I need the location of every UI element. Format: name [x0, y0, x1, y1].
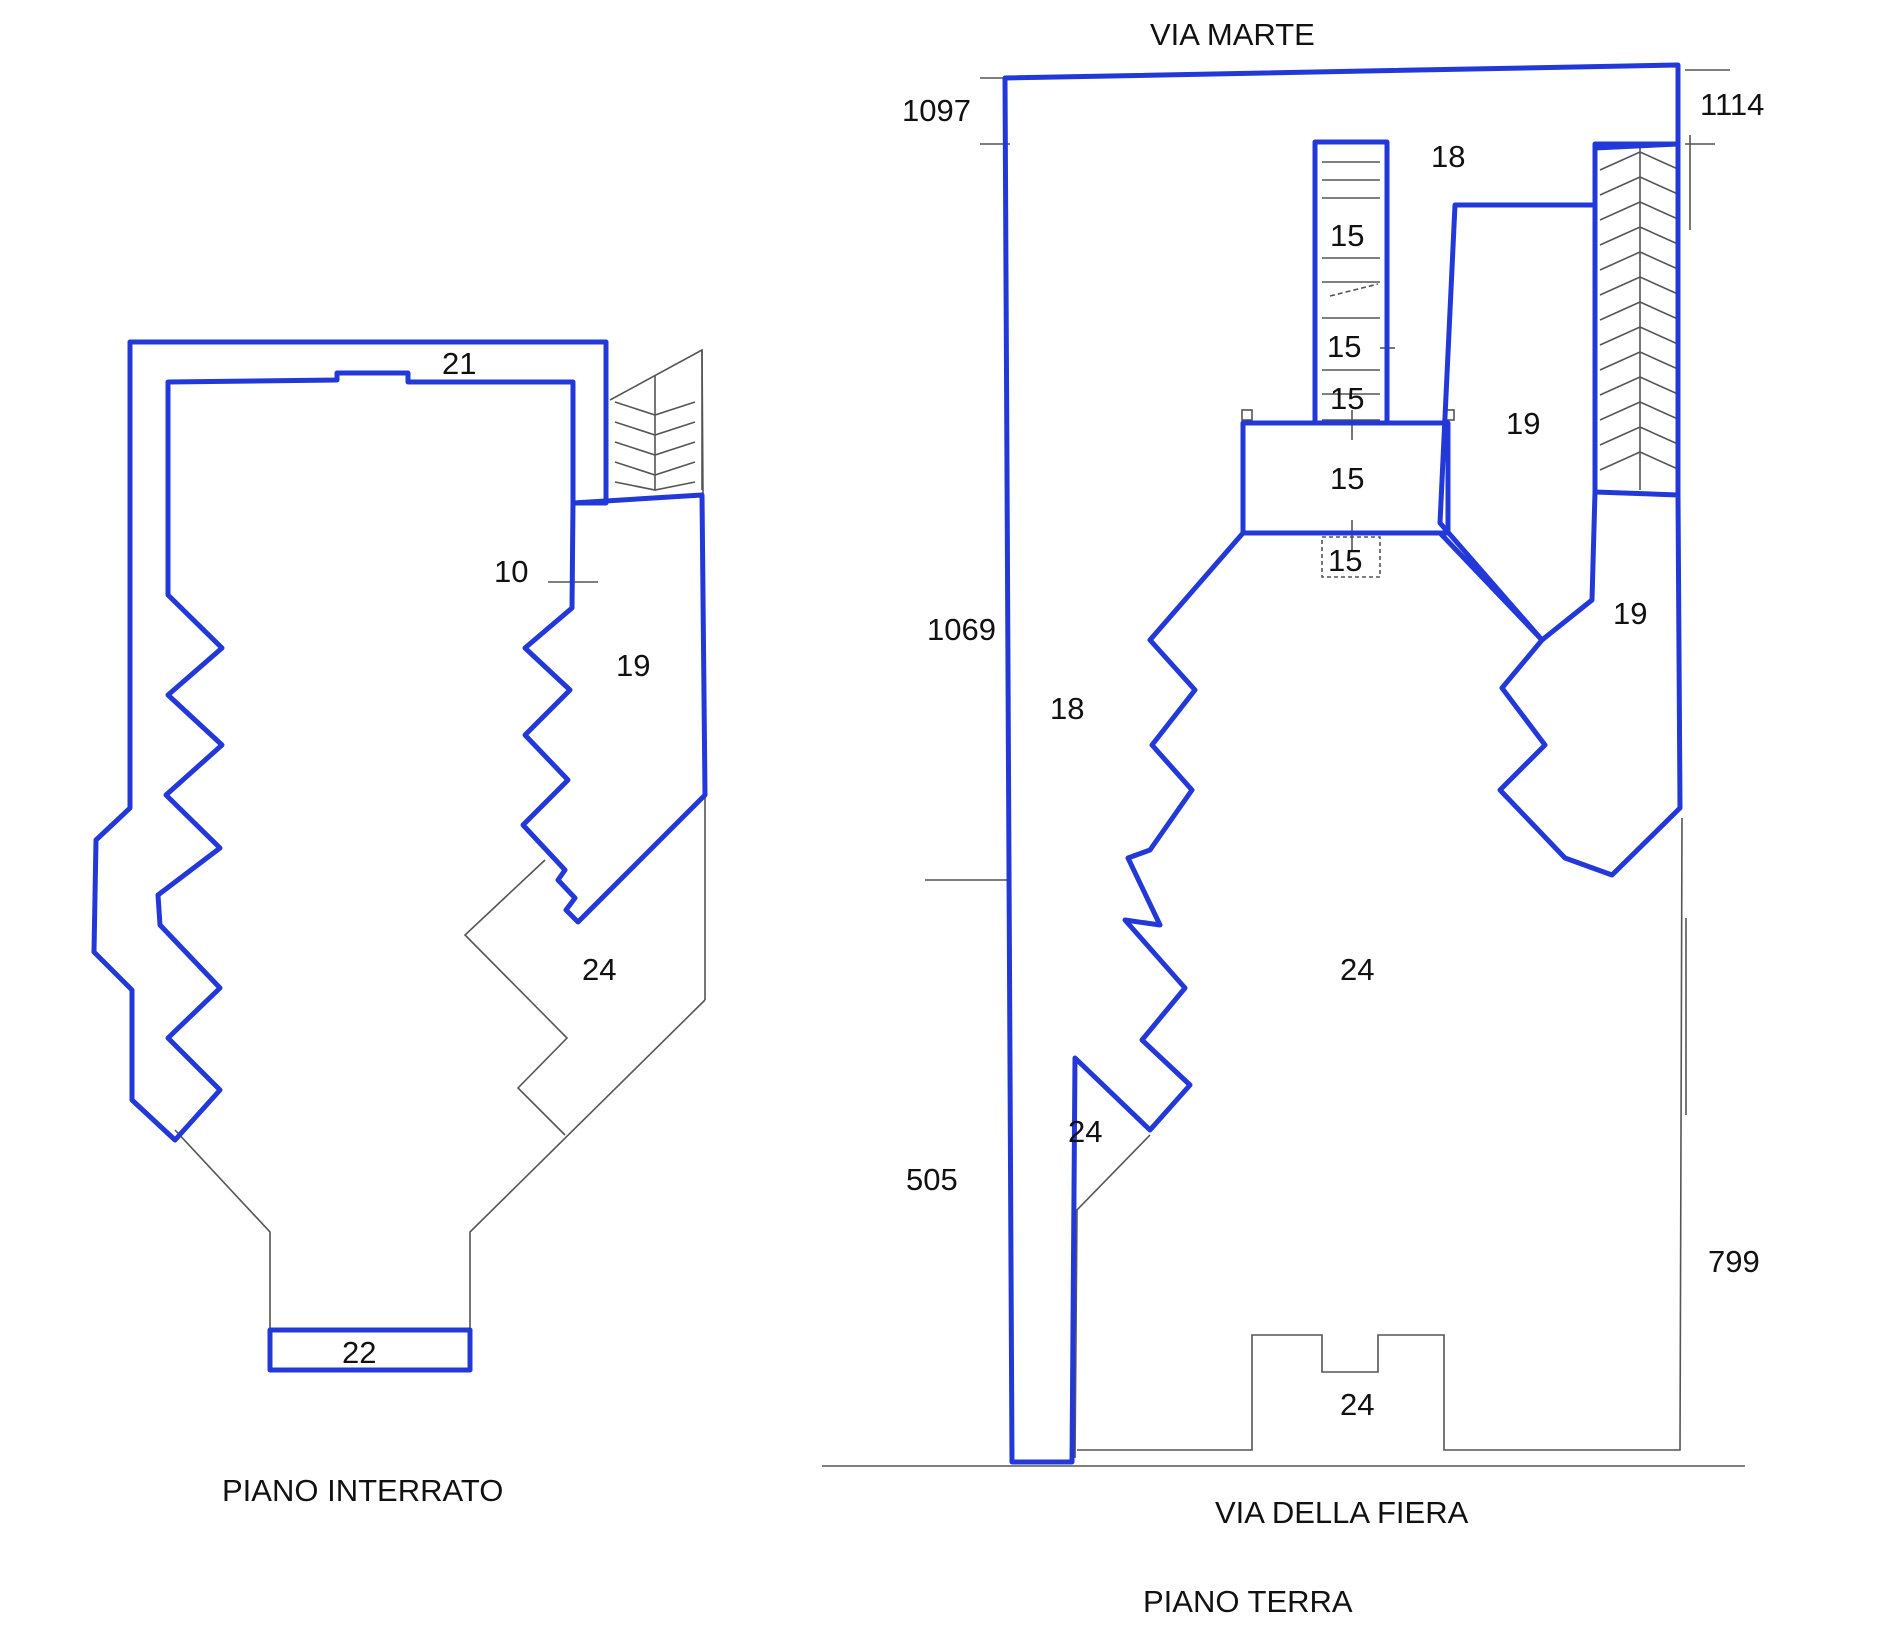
basement-plan: 21 10 19 24 22 PIANO INTERRATO — [91, 339, 708, 1508]
basement-label-10: 10 — [494, 554, 528, 589]
ground-label-15-b: 15 — [1327, 329, 1361, 364]
ground-room-24-lower-outline — [1074, 1134, 1151, 1459]
ground-label-18-top: 18 — [1431, 139, 1465, 174]
street-name-top: VIA MARTE — [1150, 17, 1315, 52]
ground-floor-plan: VIA MARTE VIA DELLA FIERA PIANO TERRA 10… — [822, 17, 1764, 1619]
ground-caption: PIANO TERRA — [1143, 1584, 1353, 1619]
ground-room-15-stair-outline — [1312, 139, 1390, 426]
ground-room-18-outline — [1002, 62, 1683, 1465]
ground-label-15-a: 15 — [1330, 218, 1364, 253]
dimension-799: 799 — [1708, 1244, 1760, 1279]
ground-label-24-main: 24 — [1340, 952, 1374, 987]
basement-outline-lower-right-diag — [469, 999, 706, 1330]
basement-room-21-outline — [91, 339, 609, 1143]
ground-label-19-lower: 19 — [1613, 596, 1647, 631]
ground-room-19-stair-outline — [1594, 141, 1681, 495]
ground-stair-steps-center — [1241, 161, 1455, 578]
dimension-1069: 1069 — [927, 612, 996, 647]
ground-label-15-d: 15 — [1330, 461, 1364, 496]
basement-label-19: 19 — [616, 648, 650, 683]
dimension-1097: 1097 — [902, 93, 971, 128]
basement-caption: PIANO INTERRATO — [222, 1473, 503, 1508]
basement-stair-hatching — [609, 348, 703, 491]
ground-label-15-e: 15 — [1328, 543, 1362, 578]
ground-label-15-c: 15 — [1330, 381, 1364, 416]
basement-room-19-outline — [520, 492, 708, 925]
basement-room-22-outline — [267, 1327, 473, 1373]
ground-room-19-upper-outline — [1455, 202, 1598, 492]
basement-label-24: 24 — [582, 952, 616, 987]
ground-room-24-bottom-outline — [1077, 817, 1683, 1451]
dimension-1114: 1114 — [1700, 87, 1764, 122]
basement-label-22: 22 — [342, 1335, 376, 1370]
ground-stair-hatching-right — [1599, 148, 1681, 490]
basement-outline-24-notch — [463, 859, 569, 1136]
ground-label-24-small: 24 — [1068, 1114, 1102, 1149]
ground-label-19-upper: 19 — [1506, 406, 1540, 441]
ground-label-24-bottom: 24 — [1340, 1387, 1374, 1422]
dimension-505: 505 — [906, 1162, 958, 1197]
basement-outline-lower — [174, 1129, 271, 1330]
ground-label-18-left: 18 — [1050, 691, 1084, 726]
basement-label-21: 21 — [442, 346, 476, 381]
street-name-bottom: VIA DELLA FIERA — [1215, 1495, 1469, 1530]
